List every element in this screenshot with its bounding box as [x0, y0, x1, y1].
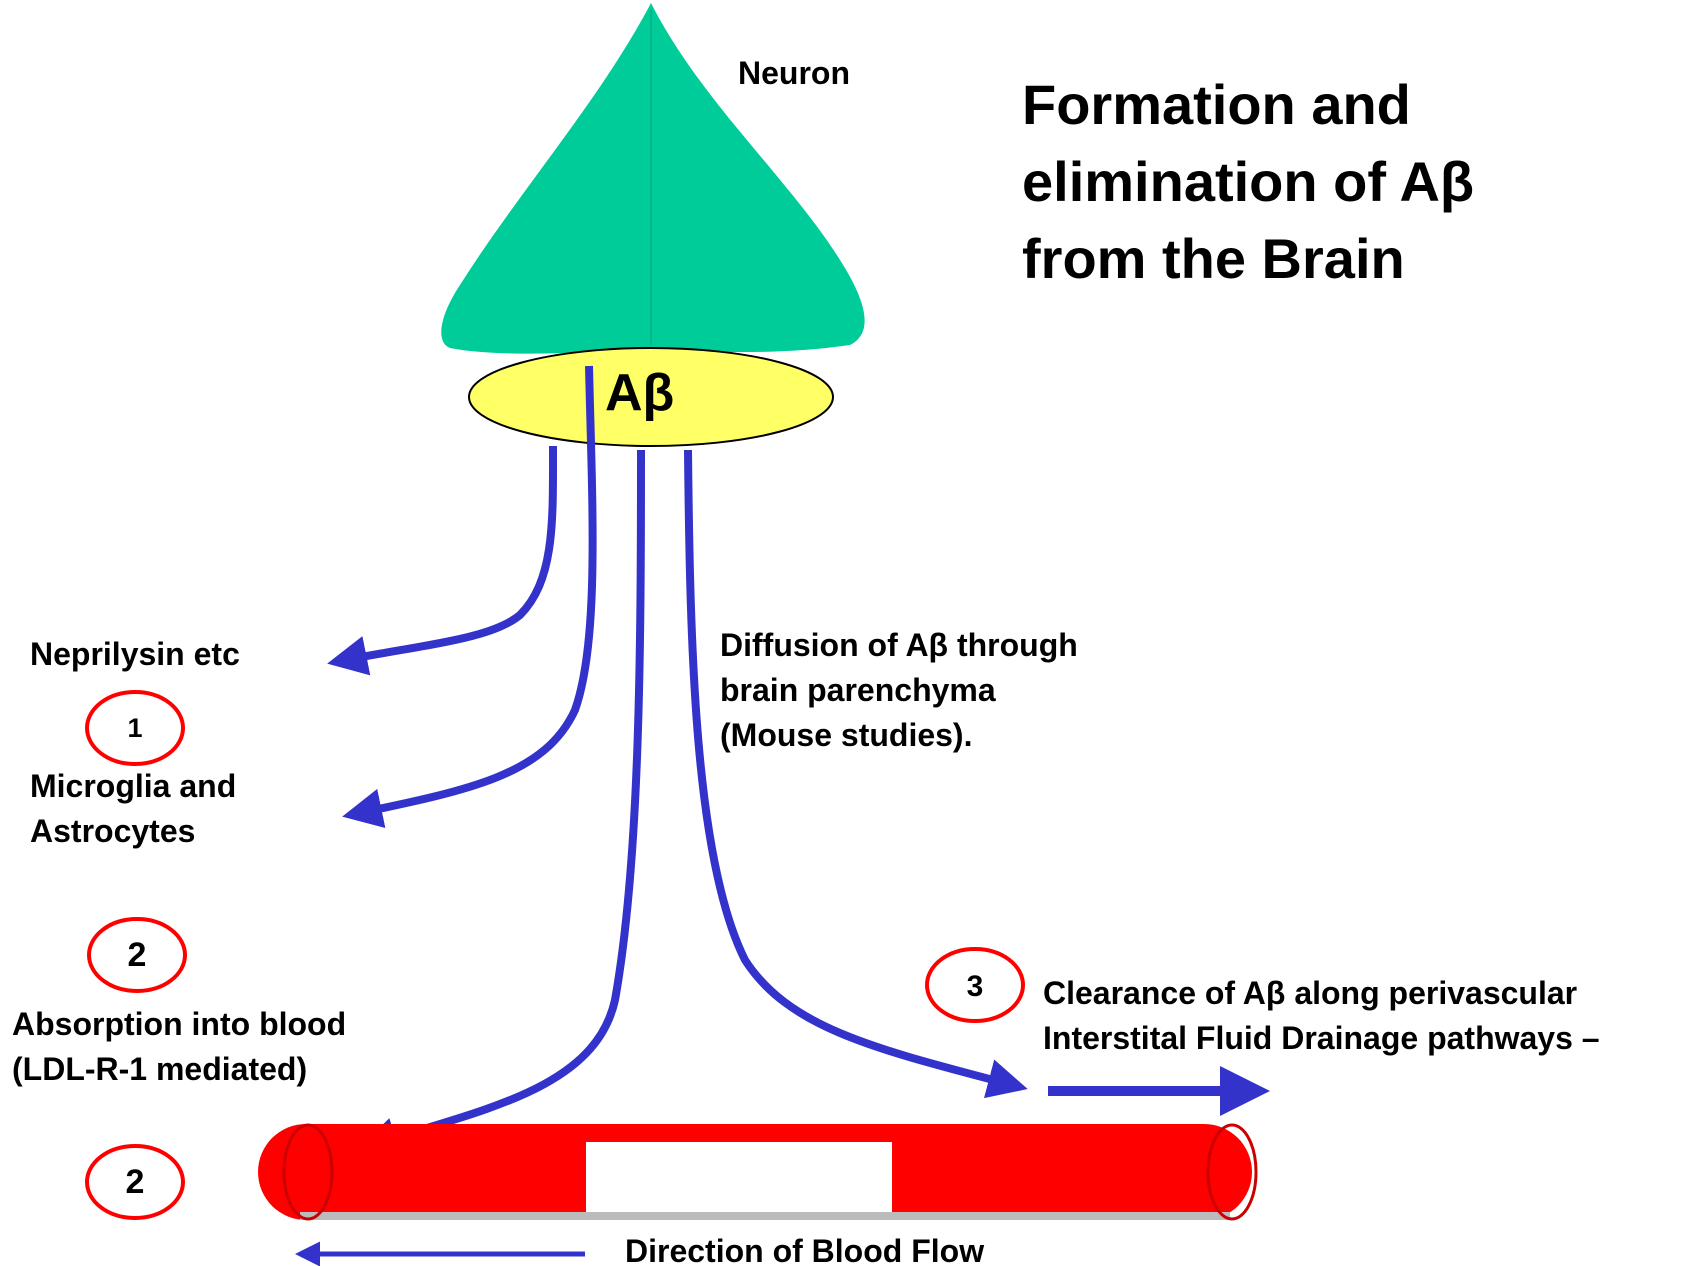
microglia-label-2: Astrocytes [30, 813, 195, 849]
title-line-3: from the Brain [1022, 227, 1405, 290]
title-line-2: elimination of Aβ [1022, 150, 1474, 213]
neuron-label: Neuron [738, 55, 850, 91]
neprilysin-label: Neprilysin etc [30, 636, 240, 672]
microglia-label-1: Microglia and [30, 768, 236, 804]
diffusion-label-1: Diffusion of Aβ through [720, 627, 1078, 663]
diffusion-label-3: (Mouse studies). [720, 717, 972, 753]
vessel-window [586, 1142, 892, 1212]
marker-2-number: 2 [128, 936, 147, 974]
marker-3-number: 3 [967, 970, 984, 1003]
marker-2b-number: 2 [126, 1163, 145, 1201]
marker-1-number: 1 [127, 713, 142, 743]
blood-flow-label: Direction of Blood Flow [625, 1233, 984, 1266]
clearance-label-2: Interstital Fluid Drainage pathways – [1043, 1020, 1600, 1056]
abeta-label: Aβ [605, 364, 674, 422]
diffusion-label-2: brain parenchyma [720, 672, 996, 708]
title-line-1: Formation and [1022, 73, 1411, 136]
arrow-neprilysin [335, 446, 553, 662]
absorption-label-2: (LDL-R-1 mediated) [12, 1051, 307, 1087]
clearance-label-1: Clearance of Aβ along perivascular [1043, 975, 1577, 1011]
arrow-absorption [365, 450, 641, 1147]
absorption-label-1: Absorption into blood [12, 1006, 346, 1042]
